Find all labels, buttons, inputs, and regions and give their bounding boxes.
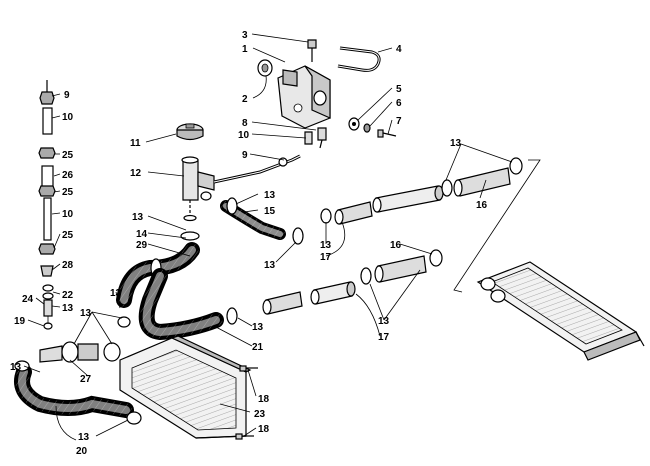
mounting-bracket-assembly bbox=[257, 39, 397, 149]
callout-16-upper: 16 bbox=[476, 200, 488, 211]
callout-29: 29 bbox=[136, 240, 148, 251]
callout-3: 3 bbox=[242, 30, 248, 41]
filler-neck-assembly bbox=[176, 123, 301, 241]
callout-28: 28 bbox=[62, 260, 74, 271]
callout-26: 26 bbox=[62, 170, 74, 181]
upper-hose-run bbox=[220, 157, 523, 245]
callout-13-lower-right: 13 bbox=[378, 316, 390, 327]
callout-25-mid: 25 bbox=[62, 187, 74, 198]
callout-10-left-top: 10 bbox=[62, 112, 74, 123]
callout-17-lower: 17 bbox=[378, 332, 390, 343]
callout-15: 15 bbox=[264, 206, 276, 217]
callout-13-right: 13 bbox=[450, 138, 462, 149]
callout-19: 19 bbox=[14, 316, 26, 327]
callout-1: 1 bbox=[242, 44, 248, 55]
callout-13-lower-center: 13 bbox=[110, 288, 122, 299]
callout-14: 14 bbox=[136, 229, 148, 240]
callout-10-upper: 10 bbox=[238, 130, 250, 141]
callout-9-upper: 9 bbox=[242, 150, 248, 161]
callout-13-fitting: 13 bbox=[80, 308, 92, 319]
leader-lines bbox=[23, 33, 513, 441]
callout-13-filler: 13 bbox=[132, 212, 144, 223]
callout-22: 22 bbox=[62, 290, 74, 301]
callout-10-left-mid: 10 bbox=[62, 209, 74, 220]
callout-18-lower: 18 bbox=[258, 424, 270, 435]
callout-12: 12 bbox=[130, 168, 142, 179]
callout-20: 20 bbox=[76, 446, 88, 457]
callout-2: 2 bbox=[242, 94, 248, 105]
callout-27: 27 bbox=[80, 374, 92, 385]
callout-13-center: 13 bbox=[320, 240, 332, 251]
lower-hose-run bbox=[226, 249, 443, 325]
callout-13-hose20-bottom: 13 bbox=[78, 432, 90, 443]
callout-8: 8 bbox=[242, 118, 248, 129]
left-hose-stack bbox=[38, 80, 56, 330]
callout-13-hose15: 13 bbox=[264, 190, 276, 201]
callout-25-low: 25 bbox=[62, 230, 74, 241]
callout-6: 6 bbox=[396, 98, 402, 109]
callout-23: 23 bbox=[254, 409, 266, 420]
callout-9-left: 9 bbox=[64, 90, 70, 101]
callout-18-upper: 18 bbox=[258, 394, 270, 405]
callout-11: 11 bbox=[130, 138, 141, 149]
callout-labels: 1 2 3 4 5 6 7 8 10 9 11 12 13 14 29 13 1… bbox=[10, 30, 488, 457]
callout-13-stack: 13 bbox=[62, 303, 74, 314]
heat-exchanger-left bbox=[119, 335, 252, 439]
callout-17-upper: 17 bbox=[320, 252, 332, 263]
callout-16-lower: 16 bbox=[390, 240, 402, 251]
callout-24: 24 bbox=[22, 294, 34, 305]
callout-4: 4 bbox=[396, 44, 402, 55]
callout-13-lower-left: 13 bbox=[252, 322, 264, 333]
callout-7: 7 bbox=[396, 116, 402, 127]
callout-13-mid: 13 bbox=[264, 260, 276, 271]
formed-hoses bbox=[14, 242, 224, 425]
callout-25-top: 25 bbox=[62, 150, 74, 161]
callout-13-hose20-top: 13 bbox=[10, 362, 22, 373]
callout-21: 21 bbox=[252, 342, 264, 353]
callout-5: 5 bbox=[396, 84, 402, 95]
heat-exchanger-right bbox=[453, 159, 645, 361]
